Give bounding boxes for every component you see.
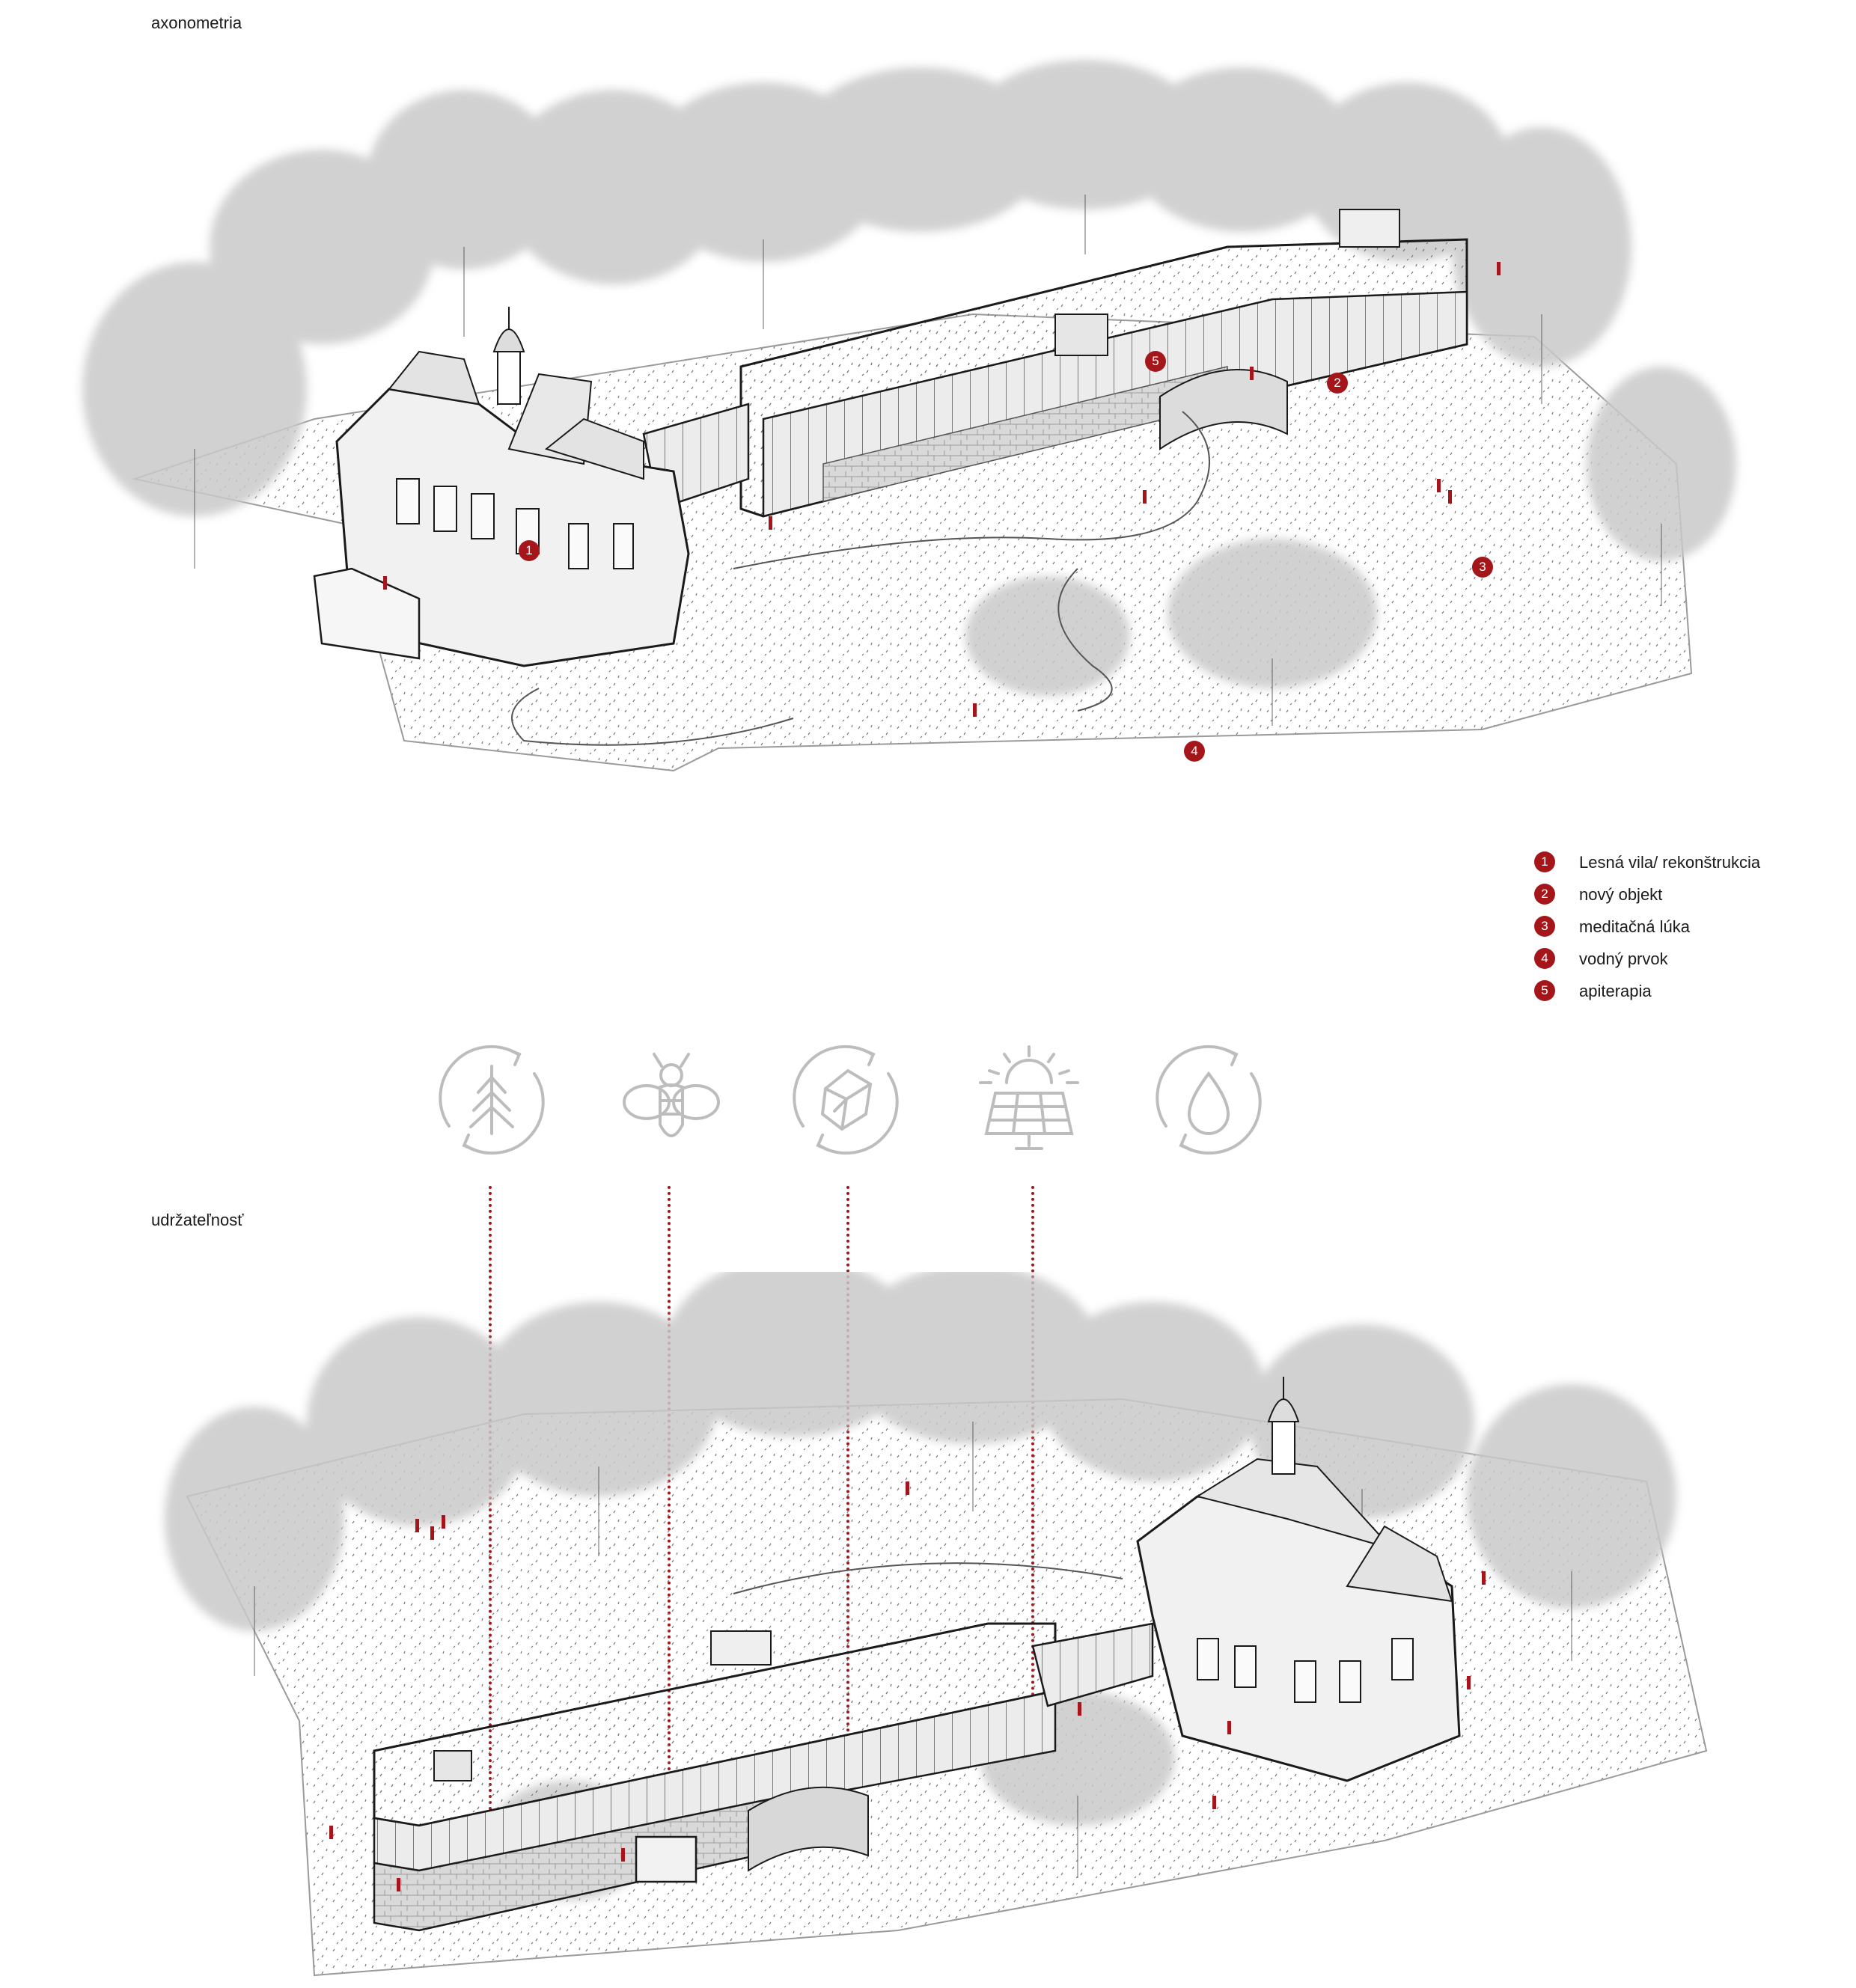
- villa-bottom: [1136, 1377, 1461, 1782]
- legend-label: apiterapia: [1579, 982, 1652, 1000]
- marker-5[interactable]: 5: [1145, 351, 1166, 372]
- marker-1[interactable]: 1: [519, 540, 540, 561]
- legend-label: Lesná vila/ rekonštrukcia: [1579, 853, 1761, 872]
- bee-icon: [623, 1053, 720, 1137]
- forest-cycle-icon: [439, 1045, 545, 1155]
- people-figures-top: [383, 262, 1501, 717]
- legend-number: 2: [1534, 884, 1555, 905]
- new-building-top: [739, 209, 1468, 518]
- legend-number: 5: [1534, 980, 1555, 1001]
- stone-cycle-icon: [793, 1045, 899, 1155]
- sustainability-drawing: [165, 1272, 1708, 1977]
- legend-label: nový objekt: [1579, 885, 1663, 904]
- glass-link-bottom: [1031, 1622, 1154, 1707]
- marker-4[interactable]: 4: [1184, 741, 1205, 762]
- legend-number: 4: [1534, 948, 1555, 969]
- axonometry-drawing: [82, 60, 1736, 772]
- new-building-bottom: [373, 1622, 1057, 1932]
- marker-3[interactable]: 3: [1472, 557, 1493, 578]
- legend-label: vodný prvok: [1579, 949, 1668, 968]
- axonometry-title: axonometria: [151, 13, 242, 32]
- legend-number: 3: [1534, 916, 1555, 937]
- people-figures-bottom: [329, 1481, 1486, 1891]
- legend-label: meditačná lúka: [1579, 917, 1690, 936]
- villa-top: [313, 307, 690, 667]
- solar-panel-icon: [979, 1045, 1079, 1150]
- tree-canopy-top: [82, 60, 1736, 696]
- sustainability-title: udržateľnosť: [151, 1211, 244, 1229]
- legend-number: 1: [1534, 851, 1555, 872]
- marker-2[interactable]: 2: [1327, 373, 1348, 394]
- water-cycle-icon: [1156, 1045, 1262, 1155]
